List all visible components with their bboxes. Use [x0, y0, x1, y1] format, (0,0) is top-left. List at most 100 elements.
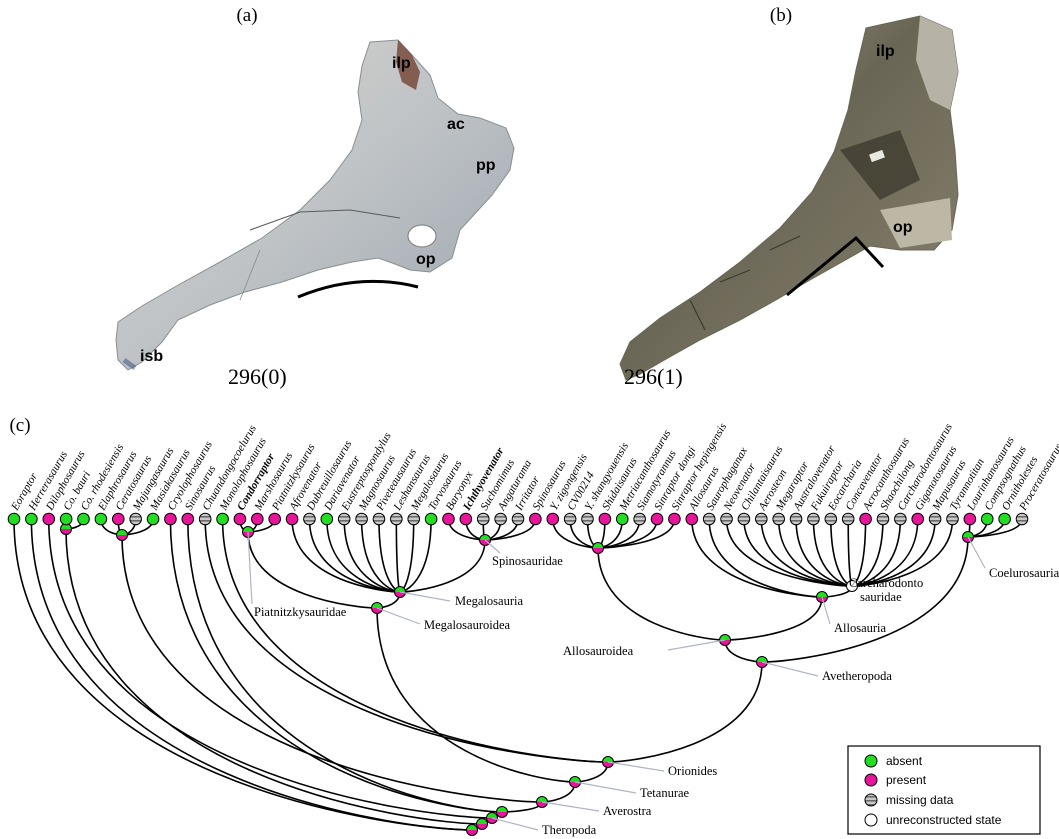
tip-state-allosaurus	[686, 513, 698, 525]
legend-marker-absent	[865, 755, 877, 767]
tip-state-majungasaurus	[130, 513, 142, 525]
tree-branch	[170, 519, 502, 812]
tip-state-cryolophosaurus	[165, 513, 177, 525]
tip-state-chilantaisaurus	[738, 513, 750, 525]
tip-state-ichthyovenator	[460, 513, 472, 525]
legend-label-unreconstructed: unreconstructed state	[886, 813, 1002, 827]
tip-state-chuandongocoelurus	[199, 513, 211, 525]
tip-state-shidaisaurus	[599, 513, 611, 525]
tree-branch	[248, 532, 377, 608]
tip-state-angaturama	[495, 513, 507, 525]
character-state-a: 296(0)	[228, 364, 287, 389]
label-pp-a: pp	[476, 157, 496, 174]
tree-branch	[725, 640, 762, 662]
panel-letter-a: (a)	[236, 5, 257, 26]
tip-state-fukuiraptor	[808, 513, 820, 525]
tip-state-concavenator	[842, 513, 854, 525]
clade-label-megalosauroidea: Megalosauroidea	[424, 618, 511, 632]
tip-state-y-shangyouensis	[582, 513, 594, 525]
clade-label-sauridae: sauridae	[860, 590, 902, 604]
character-state-b: 296(1)	[624, 364, 683, 389]
tip-state-shaochilong	[877, 513, 889, 525]
tip-state-condorraptor	[234, 513, 246, 525]
tip-state-aerosteon	[756, 513, 768, 525]
clade-label-theropoda: Theropoda	[542, 823, 597, 837]
tip-state-megalosaurus	[408, 513, 420, 525]
clade-leader-allosauroidea	[668, 640, 725, 650]
tip-state-neovenator	[721, 513, 733, 525]
arc-marker-a	[298, 281, 418, 297]
tree-branch	[744, 519, 852, 586]
tip-state-torvosaurus	[425, 513, 437, 525]
tip-state-suchomimus	[477, 513, 489, 525]
tree-branch	[608, 662, 762, 762]
label-isb-a: isb	[140, 348, 163, 365]
tip-state-compsognathus	[981, 513, 993, 525]
tip-state-acrocanthosaurus	[860, 513, 872, 525]
label-ac-a: ac	[447, 116, 465, 133]
legend-marker-present	[865, 774, 877, 786]
tip-state-ceratosaurus	[112, 513, 124, 525]
tip-markers	[8, 513, 1028, 525]
clade-label-allosauroidea: Allosauroidea	[563, 644, 634, 658]
tree-branch	[66, 529, 482, 824]
legend-label-missing: missing data	[886, 793, 954, 807]
tip-state-mapusaurus	[929, 513, 941, 525]
clade-label-tetanurae: Tetanurae	[640, 786, 690, 800]
tree-branch	[292, 519, 400, 592]
clade-label-carcharodonto: Carcharodonto	[849, 576, 923, 590]
legend-marker-missing	[865, 794, 877, 806]
tree-branch	[502, 802, 542, 812]
tip-state-eoraptor	[8, 513, 20, 525]
tip-state-saurophaganax	[703, 513, 715, 525]
clade-label-averostra: Averostra	[603, 804, 652, 818]
tip-state-dilophosaurus	[43, 513, 55, 525]
tip-state-marshosaurus	[252, 513, 264, 525]
legend-marker-unreconstructed	[865, 814, 877, 826]
label-ilp-a: ilp	[392, 55, 411, 72]
tip-state-afrovenator	[286, 513, 298, 525]
tip-state-proceratosaurus	[1016, 513, 1028, 525]
ischium-photo-b	[620, 16, 958, 380]
tree-branch	[725, 597, 822, 640]
legend-label-absent: absent	[886, 754, 923, 768]
tip-state-magnosaurus	[356, 513, 368, 525]
node-state-th2	[477, 819, 488, 830]
clade-label-avetheropoda: Avetheropoda	[822, 669, 892, 683]
tip-state-eustreptospondylus	[338, 513, 350, 525]
tree-branch	[761, 519, 852, 586]
tip-state-megaraptor	[773, 513, 785, 525]
tip-state-piatnitzkysaurus	[269, 513, 281, 525]
tip-state-tyrannotitan	[947, 513, 959, 525]
clade-leader-tetanurae	[575, 782, 636, 793]
tip-state-dariavenator	[321, 513, 333, 525]
tip-state-piveteausaurus	[373, 513, 385, 525]
tip-state-ornitholestes	[999, 513, 1011, 525]
clade-leader-megalosauroidea	[377, 608, 420, 624]
tree-branch	[396, 519, 400, 592]
ischium-photo-a	[116, 40, 514, 370]
clade-leader-coelurosauria	[968, 537, 985, 568]
tip-state-spinosaurus	[530, 513, 542, 525]
tree-branch	[400, 519, 414, 592]
tip-state-giganotosaurus	[912, 513, 924, 525]
tip-state-lourinhanosaurus	[964, 513, 976, 525]
tip-state-baryonyx	[443, 513, 455, 525]
label-ilp-b: ilp	[876, 43, 895, 60]
tip-state-herrerasaurus	[26, 513, 38, 525]
tree-branch	[309, 519, 400, 592]
tip-state-eocarcharia	[825, 513, 837, 525]
tip-state-sinosaurus	[182, 513, 194, 525]
tip-state-leshansaurus	[391, 513, 403, 525]
clade-leader-theropoda	[492, 818, 538, 830]
tip-state-sinraptor-hepingensis	[669, 513, 681, 525]
tip-state-siamotyrannus	[634, 513, 646, 525]
tip-state-australovenator	[790, 513, 802, 525]
tip-state-co-rhodesiensis	[78, 513, 90, 525]
clade-leader-piatnitzkysauridae	[248, 532, 252, 604]
legend: absent present missing data unreconstruc…	[848, 746, 1040, 834]
clade-label-piatnitzkysauridae: Piatnitzkysauridae	[254, 605, 347, 619]
tip-state-masiakasaurus	[147, 513, 159, 525]
